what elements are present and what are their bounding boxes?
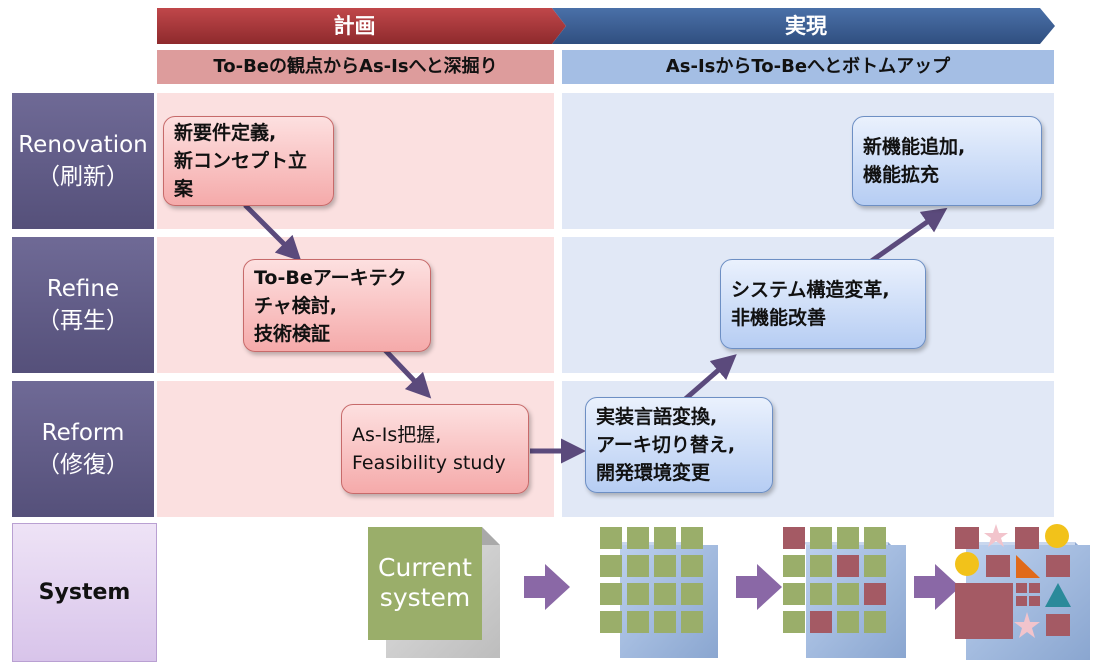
system-stage-3: [783, 527, 906, 658]
row-label-renovation: Renovation （刷新）: [12, 93, 154, 229]
current-system-block: [368, 527, 500, 658]
step-reform-realize: 実装言語変換, アーキ切り替え, 開発環境変更: [585, 397, 773, 493]
step-renovation-plan: 新要件定義, 新コンセプト立案: [163, 116, 334, 206]
realize-subtitle: As-IsからTo-Beへとボトムアップ: [562, 50, 1054, 84]
realize-phase-arrow: [552, 8, 1055, 44]
row-label-renovation-sub: （刷新）: [37, 164, 129, 190]
evolution-arrow-1: [524, 564, 570, 610]
evolution-arrow-2: [736, 564, 782, 610]
current-system-label: Current system: [378, 553, 472, 612]
row-label-reform: Reform （修復）: [12, 381, 154, 517]
row-label-refine-name: Refine: [46, 276, 120, 302]
row-label-refine-sub: （再生）: [37, 308, 129, 334]
row-label-refine: Refine （再生）: [12, 237, 154, 373]
row-label-renovation-name: Renovation: [18, 132, 148, 158]
system-row-label: System: [12, 523, 157, 662]
arrow-refine-to-reform: [383, 348, 432, 399]
step-renovation-realize: 新機能追加, 機能拡充: [852, 116, 1042, 206]
system-stage-2: [600, 527, 718, 658]
row-label-reform-sub: （修復）: [37, 452, 129, 478]
plan-subtitle: To-Beの観点からAs-Isへと深掘り: [157, 50, 554, 84]
arrow-refine-to-renovation: [868, 207, 948, 265]
step-refine-realize: システム構造変革, 非機能改善: [720, 259, 926, 349]
evolution-arrow-3: [914, 564, 960, 610]
plan-phase-arrow: [157, 8, 566, 44]
system-stage-4: [955, 524, 1090, 660]
realize-phase-title: 実現: [785, 14, 827, 38]
plan-phase-title: 計画: [333, 14, 376, 38]
step-reform-plan: As-Is把握, Feasibility study: [341, 404, 529, 494]
arrow-renovation-to-refine: [243, 203, 302, 262]
step-refine-plan: To-Beアーキテク チャ検討, 技術検証: [243, 259, 431, 352]
row-label-reform-name: Reform: [41, 420, 125, 446]
